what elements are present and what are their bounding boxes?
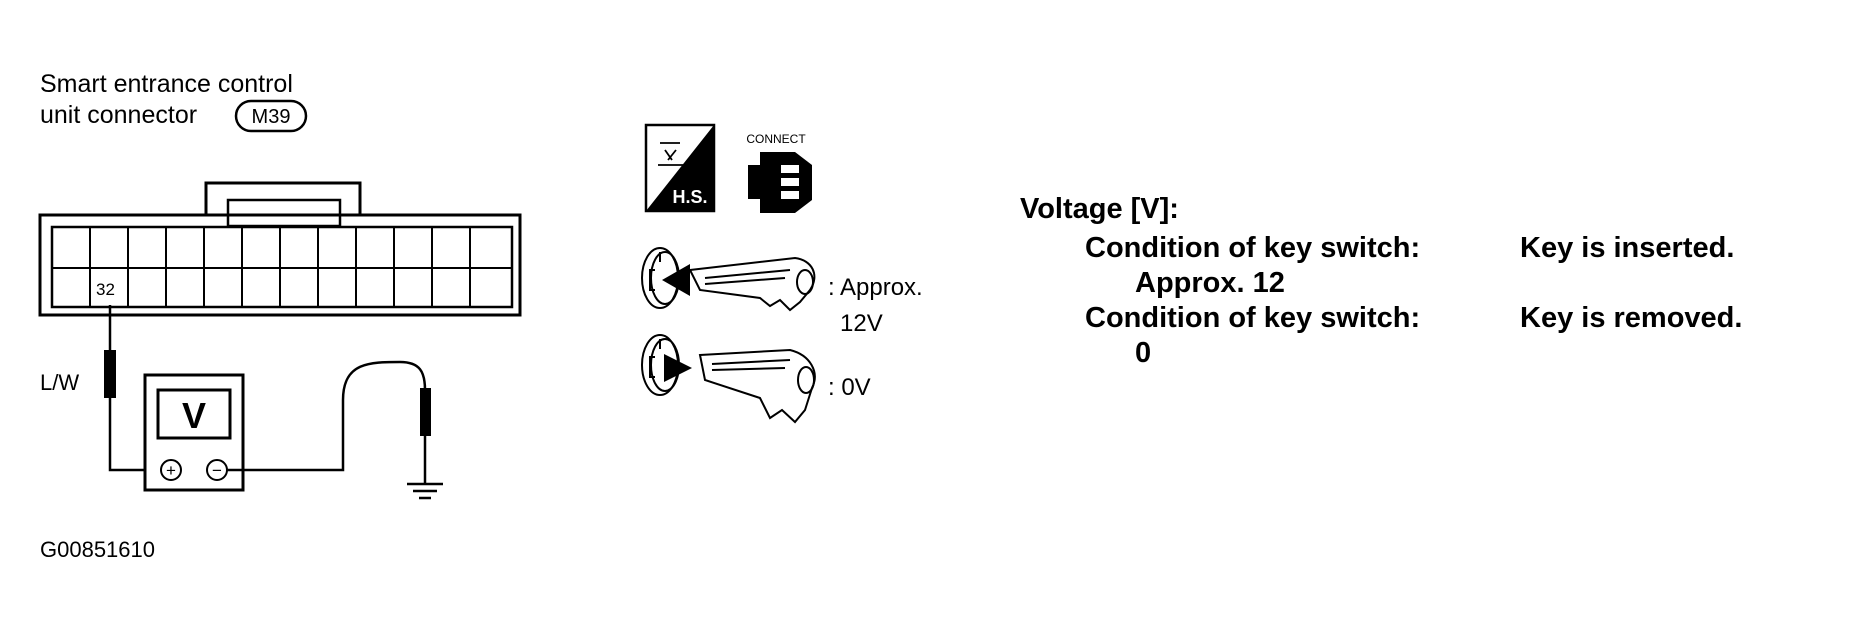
- connector-body: [38, 181, 522, 317]
- connector-code: M39: [252, 106, 291, 128]
- probe-lead-ground: [227, 360, 431, 484]
- spec-row1-condition: Condition of key switch:: [1085, 232, 1420, 264]
- probe-lead-positive: [104, 305, 153, 472]
- connector-code-badge: M39: [234, 99, 308, 133]
- spec-row2-condition: Condition of key switch:: [1085, 302, 1420, 334]
- key-inserted-line2: 12V: [840, 310, 883, 337]
- spec-row1-state: Key is inserted.: [1520, 232, 1734, 264]
- connector-title-line2: unit connector: [40, 101, 197, 129]
- meter-minus-terminal: −: [212, 461, 222, 480]
- key-removed-value: : 0V: [828, 374, 871, 401]
- arrow-insert-icon: [662, 264, 690, 296]
- connect-label: CONNECT: [746, 132, 806, 146]
- spec-row2-state: Key is removed.: [1520, 302, 1742, 334]
- meter-plus-terminal: +: [166, 461, 176, 480]
- spec-row1-value: Approx. 12: [1135, 267, 1285, 299]
- spec-heading: Voltage [V]:: [1020, 193, 1179, 225]
- connector-title-line1: Smart entrance control: [40, 70, 293, 98]
- ground-symbol: [407, 482, 443, 500]
- connect-icon: CONNECT: [746, 132, 812, 213]
- voltmeter-symbol: V: [182, 395, 206, 436]
- key-inserted-line1: : Approx.: [828, 274, 923, 301]
- wire-color-label: L/W: [40, 370, 79, 395]
- figure-id: G00851610: [40, 537, 155, 562]
- hs-label: H.S.: [672, 187, 707, 207]
- harness-side-icon: H.S.: [644, 123, 716, 213]
- pin-number: 32: [96, 280, 115, 299]
- voltmeter: V + −: [143, 373, 245, 492]
- arrow-remove-icon: [664, 354, 692, 382]
- spec-row2-value: 0: [1135, 337, 1151, 369]
